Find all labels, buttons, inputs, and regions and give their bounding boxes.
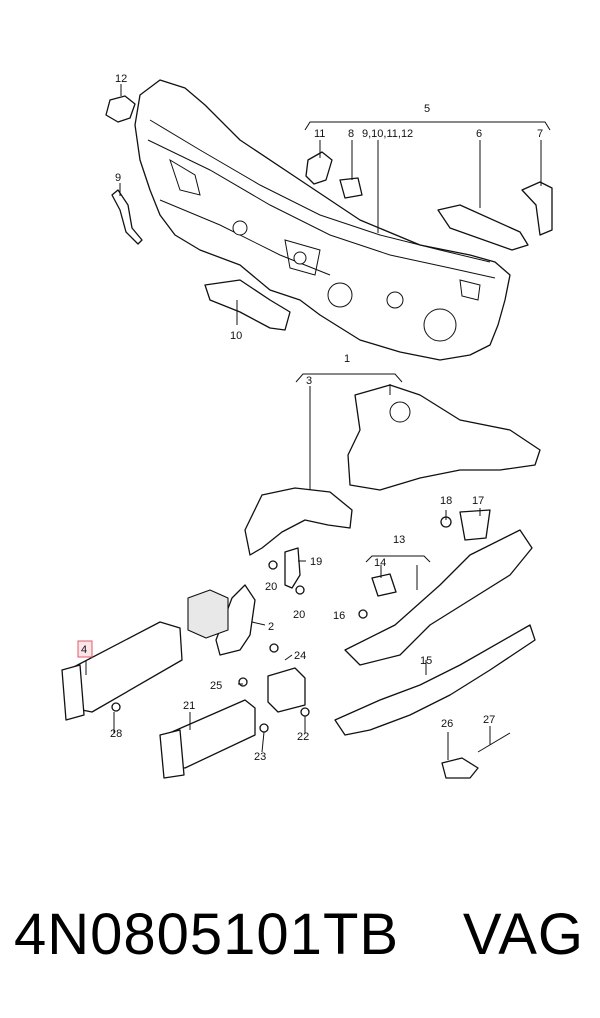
part-24-bracket (267, 667, 306, 713)
parts-diagram: 1 2 3 4 5 6 7 8 9 9,10,11,12 10 11 12 13… (61, 73, 553, 779)
label-2: 2 (268, 621, 274, 633)
part-27-cable (477, 732, 511, 753)
label-4: 4 (81, 644, 87, 656)
part-14-bracket (371, 573, 397, 597)
part-labels: 1 2 3 4 5 6 7 8 9 9,10,11,12 10 11 12 13… (81, 73, 543, 763)
brand-name: VAG (462, 902, 584, 967)
label-9-10-11-12: 9,10,11,12 (362, 128, 413, 140)
label-8: 8 (348, 128, 354, 140)
footer: 4N0805101TB VAG (0, 895, 600, 995)
label-10: 10 (230, 330, 242, 342)
label-21: 21 (183, 700, 195, 712)
label-20-upper: 20 (265, 581, 277, 593)
part-8-nut (339, 177, 363, 199)
label-17: 17 (472, 495, 484, 507)
part-19-bracket (284, 547, 301, 589)
part-10-bracket (204, 279, 291, 331)
label-19: 19 (310, 556, 322, 568)
part-7-bracket (521, 181, 553, 236)
part-4-crash-box (67, 621, 183, 713)
part-12-bracket (105, 95, 136, 123)
label-15: 15 (420, 655, 432, 667)
label-18: 18 (440, 495, 452, 507)
part-number: 4N0805101TB (14, 902, 400, 967)
label-1: 1 (344, 353, 350, 365)
label-27: 27 (483, 714, 495, 726)
spacer-block (187, 589, 229, 639)
label-13: 13 (393, 534, 405, 546)
label-5: 5 (424, 103, 430, 115)
part-11-clip (305, 151, 333, 185)
label-3: 3 (306, 375, 312, 387)
part-2-bracket (215, 584, 256, 656)
part-17-bracket (459, 509, 491, 541)
cowl-panel-drawing (134, 79, 511, 361)
label-16: 16 (333, 610, 345, 622)
label-11: 11 (314, 128, 325, 140)
part-9-strap (111, 189, 143, 245)
label-9: 9 (115, 172, 121, 184)
label-6: 6 (476, 128, 482, 140)
label-22: 22 (297, 731, 309, 743)
label-12: 12 (115, 73, 127, 85)
part-26-mount (441, 757, 479, 779)
part-13-side-member (344, 529, 533, 666)
label-26: 26 (441, 718, 453, 730)
label-7: 7 (537, 128, 543, 140)
label-25: 25 (210, 680, 222, 692)
part-6-bracket (437, 204, 529, 251)
part-3-wheel-arch (244, 487, 353, 556)
highlight-box-4 (77, 640, 93, 658)
label-23: 23 (254, 751, 266, 763)
label-14: 14 (374, 557, 386, 569)
leader-lines (85, 84, 551, 760)
label-24: 24 (294, 650, 306, 662)
part-15-lower-member (334, 624, 536, 736)
part-1-strut-tower (347, 384, 541, 491)
label-28: 28 (110, 728, 122, 740)
label-20-lower: 20 (293, 609, 305, 621)
